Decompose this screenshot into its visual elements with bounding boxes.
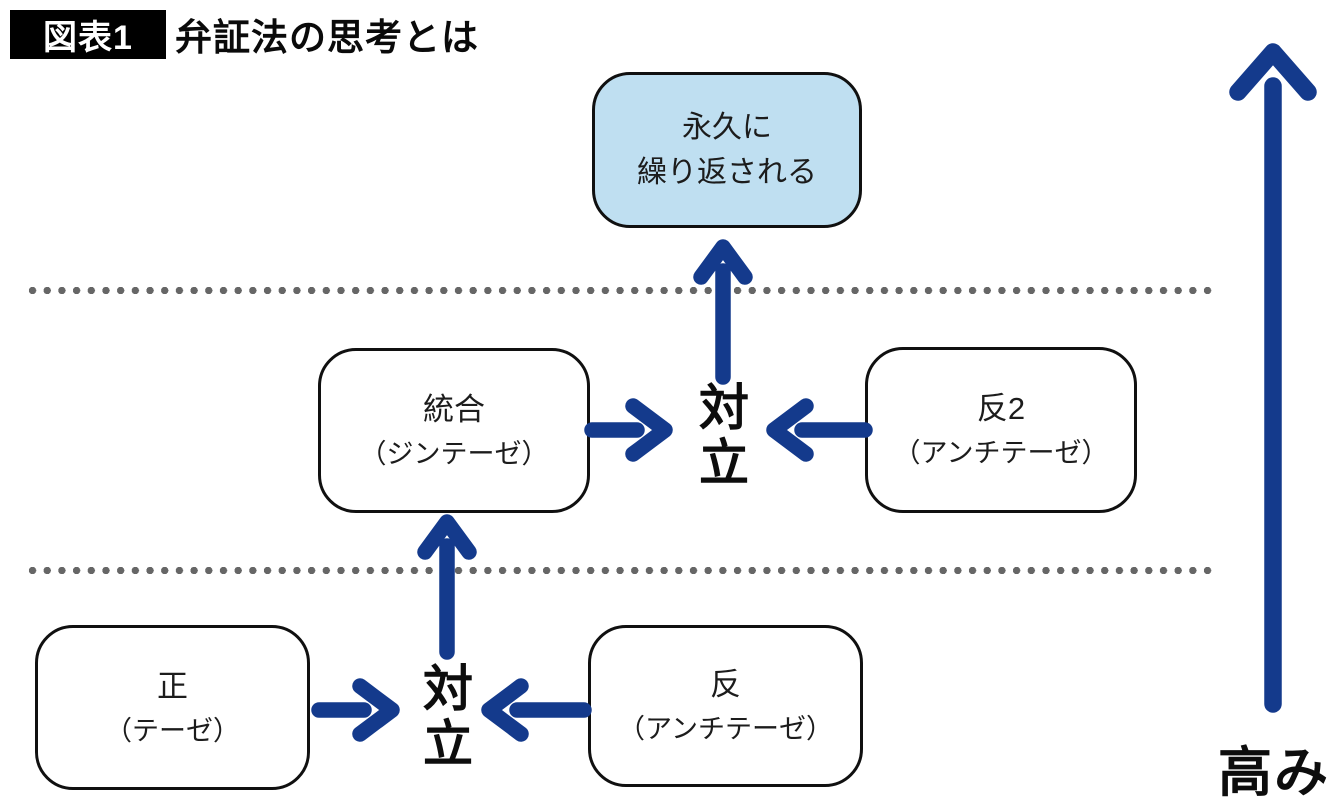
up-arrow-icon-conflict-to-result bbox=[693, 239, 753, 385]
level-separator-upper bbox=[28, 286, 1212, 295]
arrow-path bbox=[766, 398, 873, 462]
left-arrow-icon-antithesis2-to-conflict bbox=[766, 398, 873, 462]
node-thesis-sublabel: （テーゼ） bbox=[105, 715, 240, 746]
figure-number-badge: 図表1 bbox=[10, 9, 166, 59]
level-separator-lower bbox=[28, 566, 1212, 575]
arrow-path bbox=[417, 514, 477, 660]
arrow-path bbox=[584, 398, 673, 462]
node-repeated-forever-line2: 繰り返される bbox=[637, 156, 817, 189]
node-thesis-label: 正 bbox=[157, 668, 188, 704]
node-antithesis2: 反2 （アンチテーゼ） bbox=[865, 347, 1137, 513]
node-antithesis: 反 （アンチテーゼ） bbox=[588, 625, 863, 787]
node-repeated-forever: 永久に 繰り返される bbox=[592, 72, 862, 228]
arrow-path bbox=[1229, 43, 1317, 713]
node-antithesis2-sublabel: （アンチテーゼ） bbox=[893, 438, 1109, 468]
right-arrow-icon-thesis-to-conflict bbox=[311, 678, 400, 742]
figure-header: 図表1 弁証法の思考とは bbox=[10, 7, 479, 61]
height-label: 高み bbox=[1218, 743, 1330, 803]
node-antithesis2-label: 反2 bbox=[976, 391, 1026, 426]
arrow-path bbox=[693, 239, 753, 385]
node-repeated-forever-line1: 永久に bbox=[682, 111, 772, 144]
up-arrow-icon-height bbox=[1229, 43, 1317, 713]
node-antithesis-sublabel: （アンチテーゼ） bbox=[618, 714, 833, 744]
node-synthesis-label: 統合 bbox=[423, 391, 485, 427]
node-thesis: 正 （テーゼ） bbox=[35, 625, 310, 790]
conflict-label-middle: 対立 bbox=[699, 380, 749, 491]
node-synthesis-sublabel: （ジンテーゼ） bbox=[359, 438, 549, 469]
left-arrow-icon-antithesis-to-conflict bbox=[481, 678, 592, 742]
arrow-path bbox=[481, 678, 592, 742]
conflict-label-bottom: 対立 bbox=[423, 661, 473, 772]
node-synthesis: 統合 （ジンテーゼ） bbox=[318, 348, 590, 513]
arrow-path bbox=[311, 678, 400, 742]
node-antithesis-label: 反 bbox=[710, 667, 741, 702]
up-arrow-icon-conflict-to-synthesis bbox=[417, 514, 477, 660]
figure-title: 弁証法の思考とは bbox=[175, 17, 479, 58]
right-arrow-icon-synthesis-to-conflict bbox=[584, 398, 673, 462]
